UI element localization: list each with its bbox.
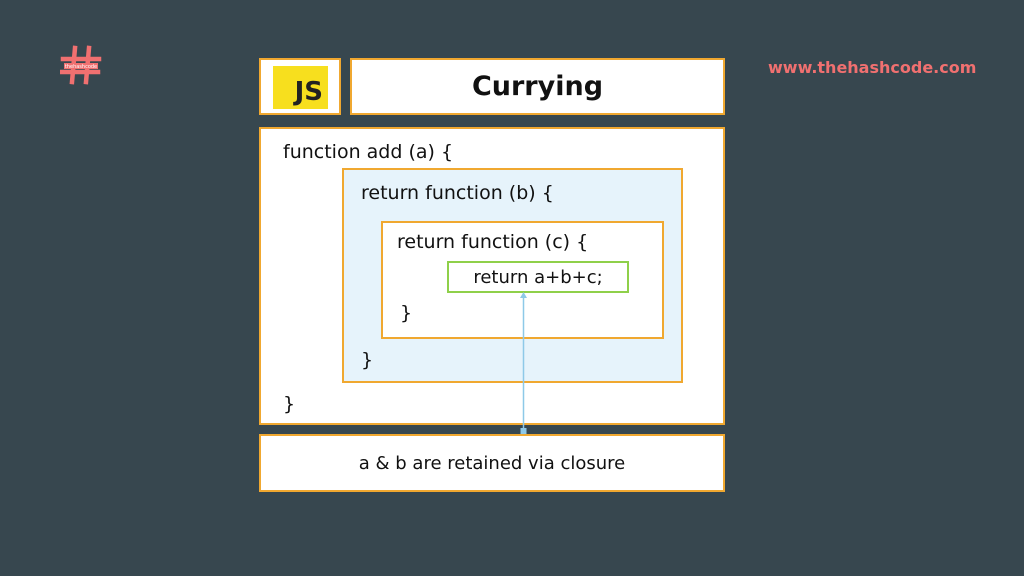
- js-logo-box: JS: [259, 58, 341, 115]
- closure-note: a & b are retained via closure: [259, 434, 725, 492]
- close-brace-outer: }: [283, 393, 296, 415]
- code-line-outer: function add (a) {: [283, 141, 454, 163]
- return-statement-box: return a+b+c;: [447, 261, 629, 293]
- js-badge: JS: [273, 66, 328, 109]
- code-line-inner: return function (c) {: [397, 231, 589, 253]
- code-line-middle: return function (b) {: [361, 182, 554, 204]
- page-title: Currying: [350, 58, 725, 115]
- site-url[interactable]: www.thehashcode.com: [768, 58, 977, 77]
- hash-logo-icon: thehashcode: [59, 44, 102, 86]
- close-brace-middle: }: [361, 349, 374, 371]
- close-brace-inner: }: [400, 302, 413, 324]
- logo-caption: thehashcode: [65, 64, 97, 70]
